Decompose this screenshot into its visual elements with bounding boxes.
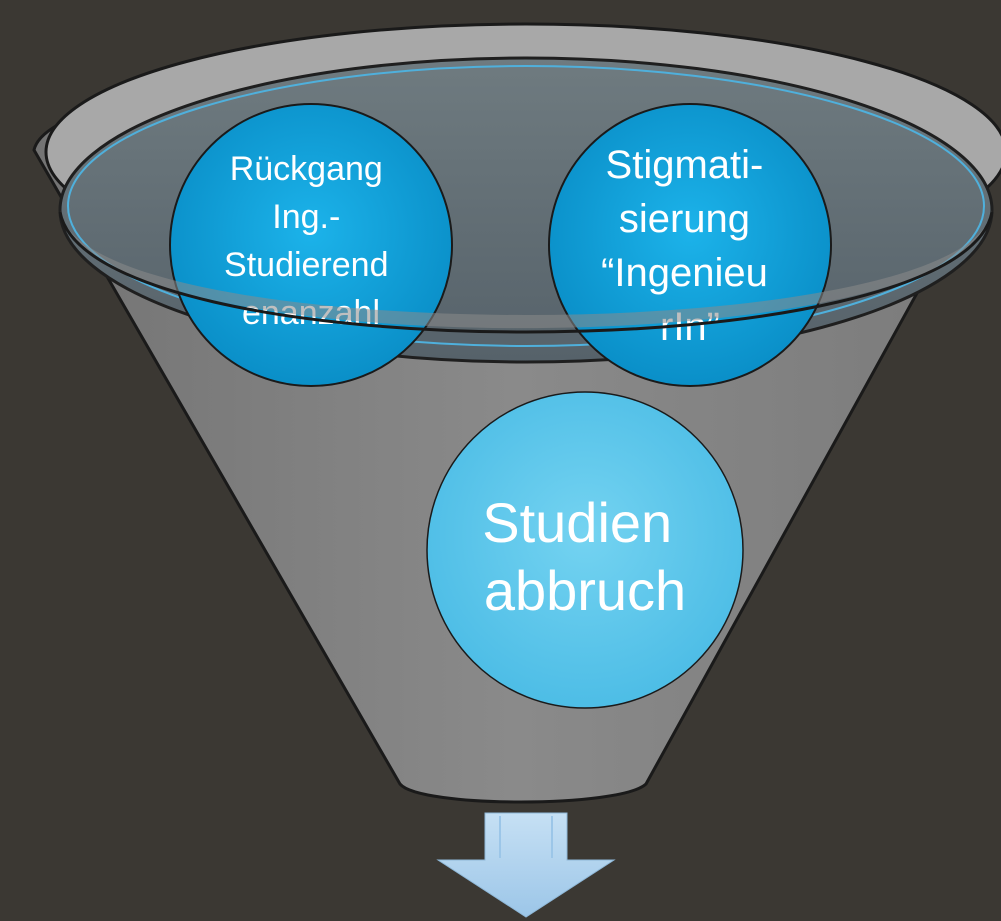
funnel-item-1-circle xyxy=(169,103,453,387)
funnel-item-1: Rückgang Ing.- Studierend enanzahl xyxy=(169,103,453,387)
result-item: Studien abbruch xyxy=(426,391,744,709)
funnel-front-rim-line xyxy=(58,211,994,334)
funnel-item-1-line-1: Rückgang xyxy=(230,150,383,188)
result-item-line-1: Studien xyxy=(482,491,672,554)
down-arrow-icon xyxy=(436,812,616,918)
funnel-item-2-line-3: “Ingenieu xyxy=(601,251,768,295)
funnel-item-2-line-1: Stigmati- xyxy=(606,143,764,187)
funnel-opening-highlight xyxy=(67,65,985,347)
result-item-circle xyxy=(426,391,744,709)
result-item-line-2: abbruch xyxy=(484,559,686,622)
funnel-item-2-line-2: sierung xyxy=(619,197,750,241)
svg-text:Stigmati- sierung: Stigmati- sierung “Ingenieu rIn” xyxy=(601,143,779,349)
funnel-item-1-line-3: Studierend xyxy=(224,246,388,284)
funnel-item-1-line-2: Ing.- xyxy=(272,198,340,236)
funnel-item-2: Stigmati- sierung “Ingenieu rIn” xyxy=(548,103,832,387)
svg-text:Studien abbruch: Studien abbruch xyxy=(482,491,688,622)
